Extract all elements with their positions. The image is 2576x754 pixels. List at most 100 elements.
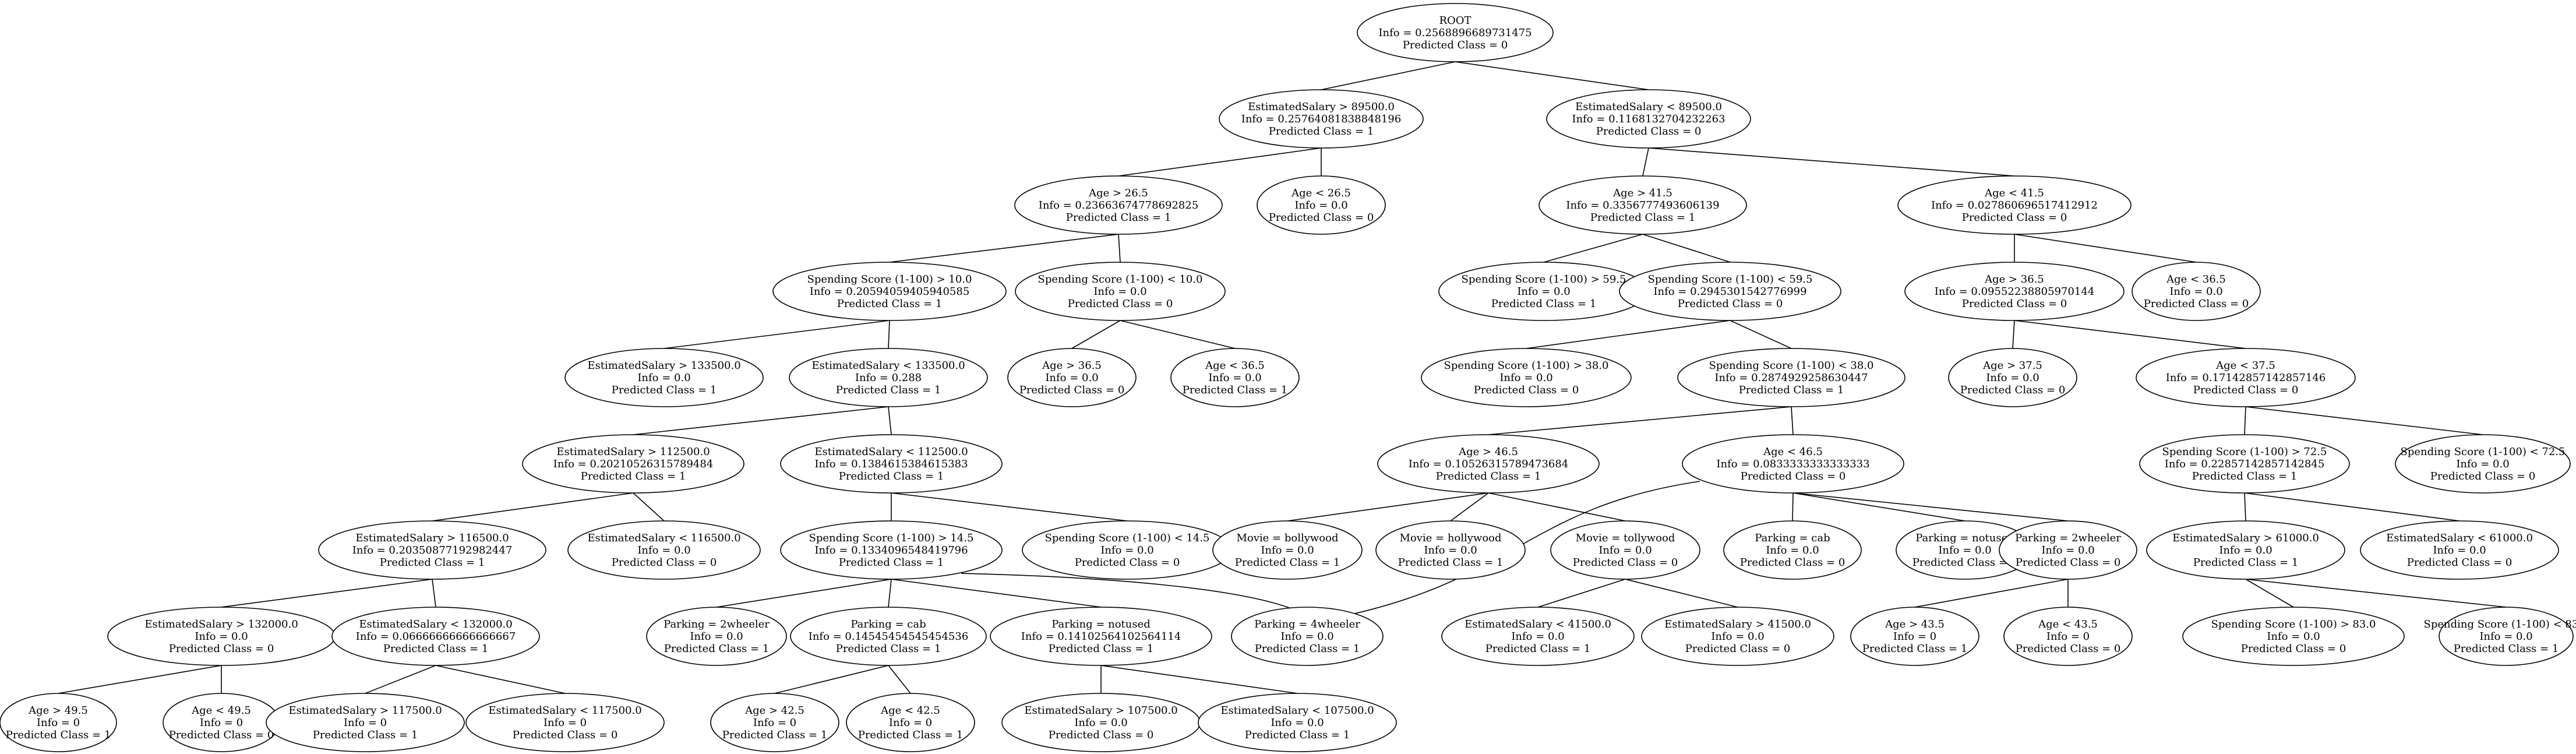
node-class-label: Predicted Class = 0 — [1019, 384, 1125, 396]
node-class-label: Predicted Class = 1 — [1491, 298, 1597, 310]
tree-edge — [891, 579, 1102, 608]
tree-edge — [633, 492, 665, 522]
node-ellipse — [1999, 520, 2137, 580]
node-condition-label: EstimatedSalary < 117500.0 — [488, 704, 641, 717]
tree-edge — [1791, 406, 1794, 435]
node-condition-label: EstimatedSalary > 132000.0 — [144, 618, 298, 630]
node-class-label: Predicted Class = 1 — [380, 556, 485, 569]
node-info-label: Info = 0.0 — [1294, 199, 1347, 212]
node-info-label: Info = 0.0 — [2433, 544, 2486, 556]
node-class-label: Predicted Class = 1 — [1739, 384, 1844, 396]
tree-edge — [1100, 665, 1298, 694]
node-condition-label: Age < 41.5 — [1984, 187, 2044, 199]
tree-edge — [664, 320, 890, 349]
tree-edge — [365, 665, 436, 694]
node-condition-label: Age > 49.5 — [28, 704, 88, 717]
node-ellipse — [1257, 175, 1386, 235]
node-class-label: Predicted Class = 1 — [1245, 729, 1350, 741]
node-condition-label: ROOT — [1439, 15, 1471, 27]
node-ellipse — [789, 348, 988, 407]
node-class-label: Predicted Class = 0 — [1740, 556, 1845, 569]
node-ellipse — [2395, 434, 2571, 494]
node-ellipse — [1677, 348, 1905, 407]
tree-edge — [1648, 147, 2015, 177]
node-info-label: Info = 0.0 — [2041, 544, 2094, 556]
node-class-label: Predicted Class = 1 — [1485, 643, 1591, 655]
tree-edges — [58, 61, 2507, 694]
node-ellipse — [710, 693, 839, 752]
node-ellipse — [1550, 520, 1700, 580]
node-ellipse — [780, 520, 1003, 580]
node-class-label: Predicted Class = 0 — [1685, 643, 1791, 655]
node-condition-label: EstimatedSalary > 41500.0 — [1664, 618, 1811, 630]
node-ellipse — [1421, 348, 1632, 407]
node-condition-label: EstimatedSalary > 61000.0 — [2172, 532, 2319, 544]
node-class-label: Predicted Class = 1 — [1436, 470, 1541, 482]
node-condition-label: EstimatedSalary > 116500.0 — [355, 532, 509, 544]
tree-edge — [1642, 234, 1731, 263]
tree-edge — [1488, 406, 1792, 435]
node-info-label: Info = 0.2874929258630447 — [1714, 372, 1868, 384]
node-condition-label: Age < 37.5 — [2215, 360, 2275, 372]
tree-edge — [2244, 406, 2246, 435]
node-condition-label: EstimatedSalary < 61000.0 — [2386, 532, 2533, 544]
node-condition-label: Age < 36.5 — [2166, 273, 2226, 286]
node-condition-label: Spending Score (1-100) < 38.0 — [1709, 360, 1874, 372]
node-ellipse — [780, 434, 1003, 494]
node-condition-label: Movie = bollywood — [1236, 532, 1338, 544]
node-class-label: Predicted Class = 0 — [1573, 556, 1678, 569]
node-class-label: Predicted Class = 0 — [1403, 39, 1508, 51]
node-info-label: Info = 0.0 — [637, 372, 690, 384]
node-class-label: Predicted Class = 0 — [2241, 643, 2346, 655]
node-class-label: Predicted Class = 1 — [1398, 556, 1504, 569]
node-ellipse — [1231, 607, 1384, 666]
node-condition-label: EstimatedSalary < 112500.0 — [814, 446, 968, 458]
node-class-label: Predicted Class = 0 — [1962, 212, 2067, 224]
node-info-label: Info = 0.027860696517412912 — [1931, 199, 2098, 212]
node-ellipse — [465, 693, 665, 752]
tree-edge — [2244, 492, 2246, 522]
node-condition-label: Spending Score (1-100) > 14.5 — [809, 532, 974, 544]
node-condition-label: Spending Score (1-100) < 10.0 — [1038, 273, 1203, 286]
node-class-label: Predicted Class = 0 — [2016, 556, 2121, 569]
node-info-label: Info = 0.10526315789473684 — [1409, 458, 1569, 470]
node-condition-label: Parking = 2wheeler — [2015, 532, 2121, 544]
node-info-label: Info = 0.09552238805970144 — [1935, 286, 2095, 298]
node-info-label: Info = 0.0 — [690, 630, 743, 643]
tree-edge — [1526, 320, 1731, 349]
tree-edge — [888, 579, 892, 608]
node-ellipse — [331, 607, 540, 666]
node-info-label: Info = 0.2945301542776999 — [1653, 286, 1806, 298]
node-class-label: Predicted Class = 1 — [839, 470, 944, 482]
tree-edge — [221, 579, 433, 608]
node-ellipse — [1948, 348, 2077, 407]
tree-edge — [1450, 492, 1489, 522]
node-class-label: Predicted Class = 0 — [2144, 298, 2249, 310]
node-info-label: Info = 0 — [37, 717, 80, 729]
node-condition-label: Age < 46.5 — [1763, 446, 1823, 458]
tree-edge — [2244, 492, 2460, 522]
node-info-label: Info = 0.1334096548419796 — [814, 544, 968, 556]
node-class-label: Predicted Class = 1 — [1590, 212, 1696, 224]
node-condition-label: Parking = notused — [1051, 618, 1151, 630]
node-info-label: Info = 0.0 — [1938, 544, 1991, 556]
tree-edge — [1792, 492, 2069, 522]
node-ellipse — [2136, 348, 2356, 407]
tree-edge — [774, 665, 889, 694]
node-class-label: Predicted Class = 0 — [1049, 729, 1154, 741]
node-class-label: Predicted Class = 1 — [383, 643, 489, 655]
